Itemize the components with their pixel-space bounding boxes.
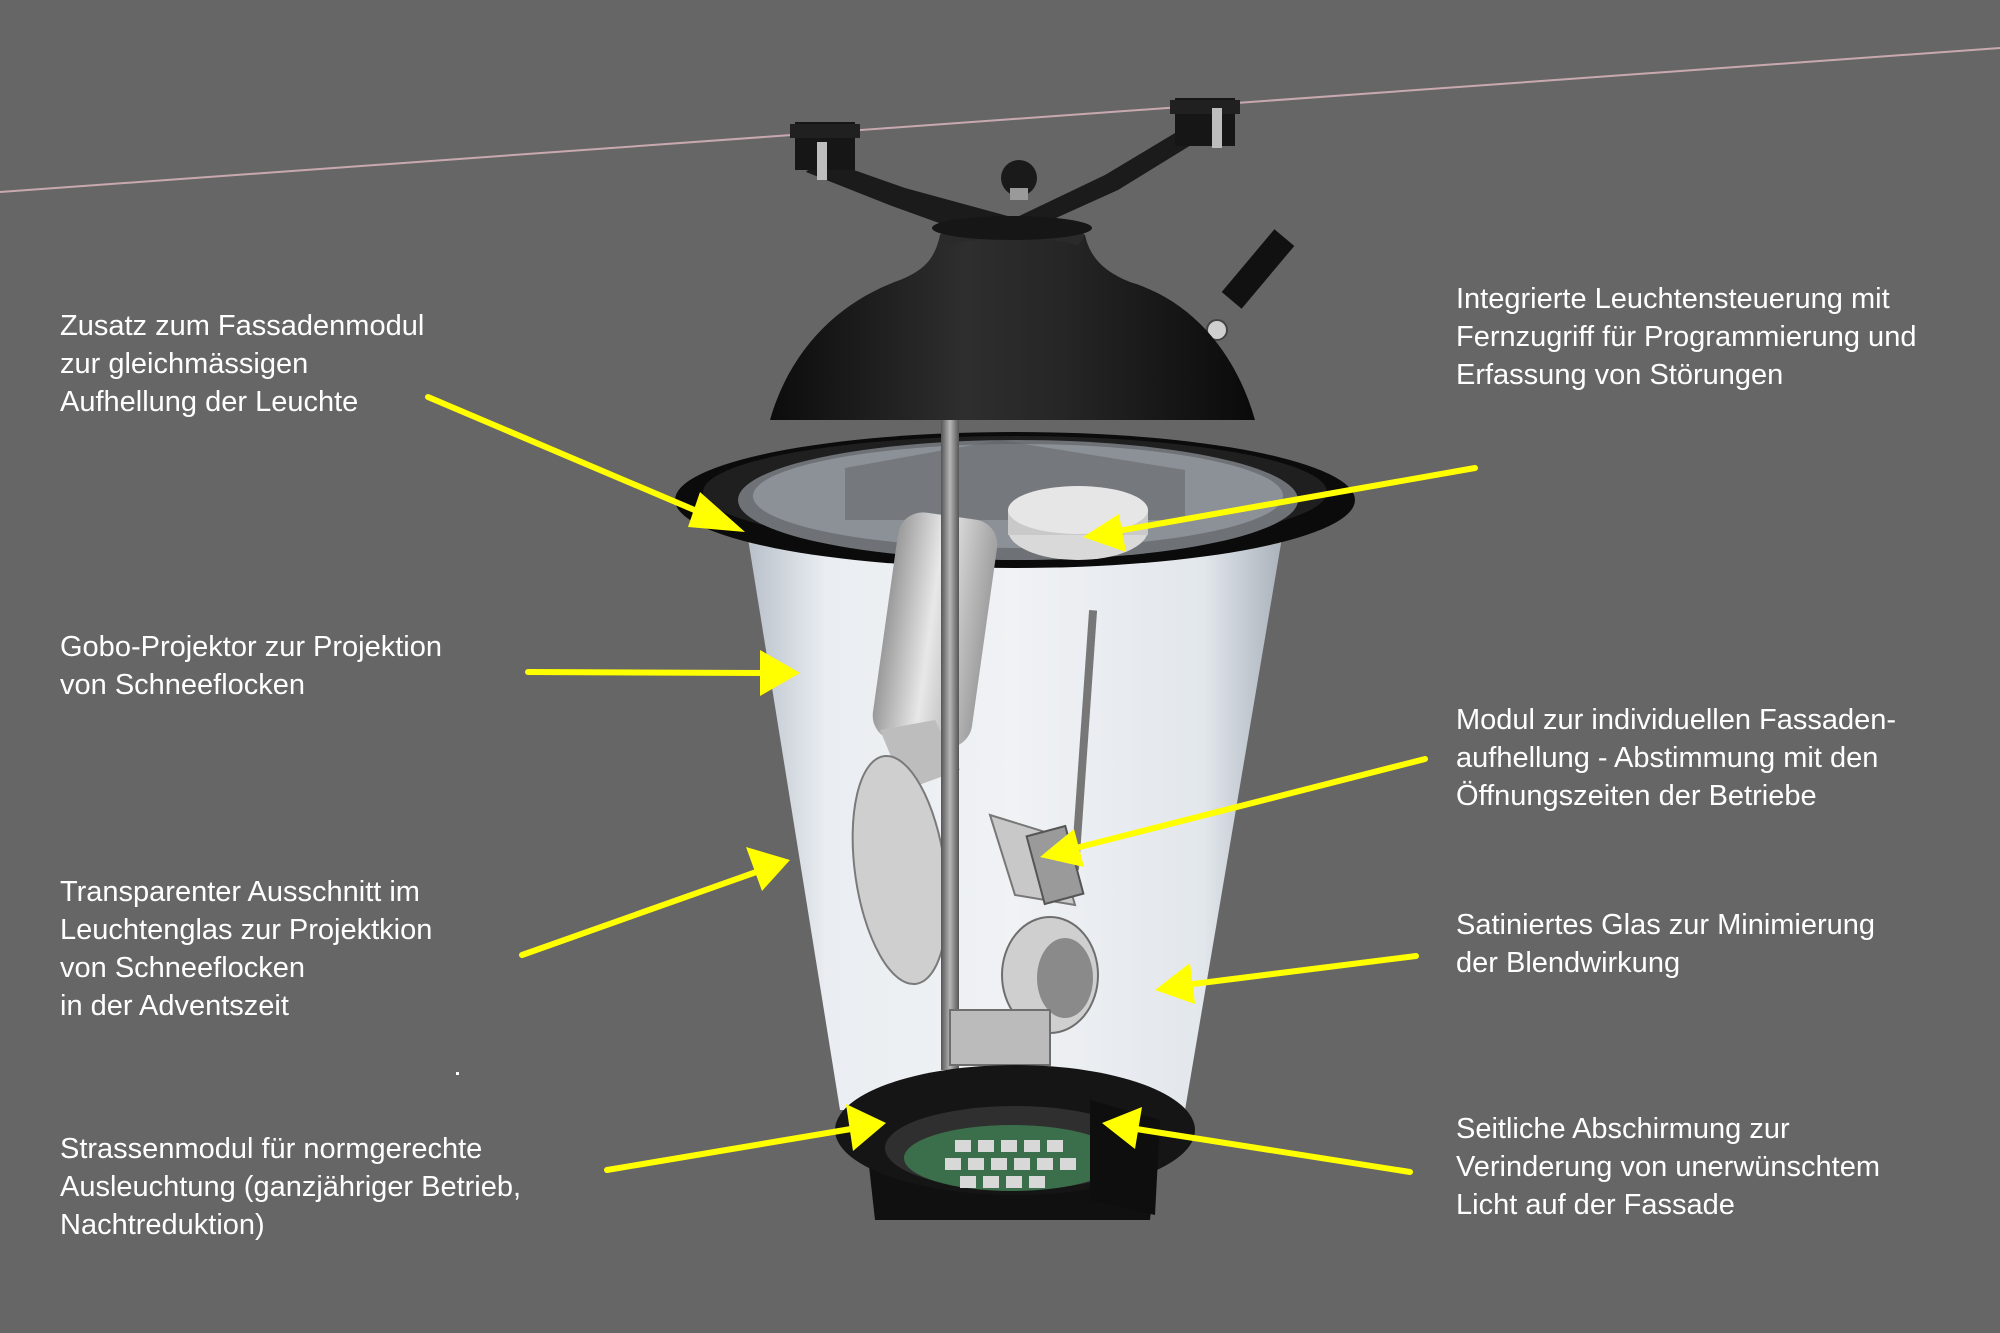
stray-dot <box>456 1072 459 1075</box>
arrow-gobo <box>525 650 800 696</box>
label-fassaden-zusatz: Zusatz zum Fassadenmodul zur gleichmässi… <box>60 307 424 421</box>
detached-fitting <box>1221 229 1295 309</box>
arrow-steuerung <box>1083 465 1478 552</box>
label-line: Leuchtenglas zur Projektkion <box>60 914 433 946</box>
label-line: von Schneeflocken <box>60 952 306 984</box>
support-rod <box>941 420 959 1070</box>
arrow-strassenmodul <box>604 1104 886 1173</box>
label-line: der Blendwirkung <box>1456 947 1681 979</box>
bottom-ring <box>835 1065 1195 1220</box>
arrows <box>425 394 1478 1175</box>
label-gobo: Gobo-Projektor zur Projektion von Schnee… <box>60 628 442 704</box>
support-rod-thin <box>1070 610 1098 870</box>
fan-module <box>949 916 1099 1066</box>
label-steuerung: Integrierte Leuchtensteuerung mit Fernzu… <box>1456 280 1916 394</box>
label-line: Integrierte Leuchtensteuerung mit <box>1456 283 1890 315</box>
label-line: Aufhellung der Leuchte <box>60 386 359 418</box>
label-line: Modul zur individuellen Fassaden- <box>1456 704 1897 736</box>
label-line: in der Adventszeit <box>60 990 289 1022</box>
label-line: Licht auf der Fassade <box>1456 1189 1735 1221</box>
control-module <box>1008 486 1148 560</box>
arrow-abschirmung <box>1102 1107 1413 1175</box>
label-line: aufhellung - Abstimmung mit den <box>1456 742 1879 774</box>
arrow-fassadenmodul <box>1040 756 1428 867</box>
label-line: Transparenter Ausschnitt im <box>60 876 420 908</box>
label-line: Nachtreduktion) <box>60 1209 265 1241</box>
arrow-satiniert <box>1155 953 1419 1004</box>
label-satiniert: Satiniertes Glas zur Minimierung der Ble… <box>1456 906 1875 982</box>
label-strassenmodul: Strassenmodul für normgerechte Ausleucht… <box>60 1130 521 1244</box>
label-line: Satiniertes Glas zur Minimierung <box>1456 909 1876 941</box>
label-line: Öffnungszeiten der Betriebe <box>1456 780 1817 812</box>
cable-gland <box>1206 319 1228 341</box>
label-abschirmung: Seitliche Abschirmung zur Verinderung vo… <box>1456 1110 1880 1224</box>
gobo-projector <box>851 512 998 986</box>
lamp-hood <box>770 216 1255 420</box>
label-line: Erfassung von Störungen <box>1456 359 1784 391</box>
arrow-fassaden-zusatz <box>425 394 745 532</box>
label-line: Strassenmodul für normgerechte <box>60 1133 483 1165</box>
label-line: Fernzugriff für Programmierung und <box>1456 321 1917 353</box>
label-fassadenmodul: Modul zur individuellen Fassaden- aufhel… <box>1456 701 1896 815</box>
label-line: Verinderung von unerwünschtem <box>1456 1151 1880 1183</box>
suspension-cable <box>0 47 2000 193</box>
label-line: Zusatz zum Fassadenmodul <box>60 310 425 342</box>
arrow-ausschnitt <box>519 847 790 958</box>
label-line: zur gleichmässigen <box>60 348 309 380</box>
label-line: Ausleuchtung (ganzjähriger Betrieb, <box>60 1171 522 1203</box>
label-ausschnitt: Transparenter Ausschnitt im Leuchtenglas… <box>60 873 432 1025</box>
label-line: von Schneeflocken <box>60 669 306 701</box>
label-line: Gobo-Projektor zur Projektion <box>60 631 442 663</box>
label-line: Seitliche Abschirmung zur <box>1456 1113 1790 1145</box>
